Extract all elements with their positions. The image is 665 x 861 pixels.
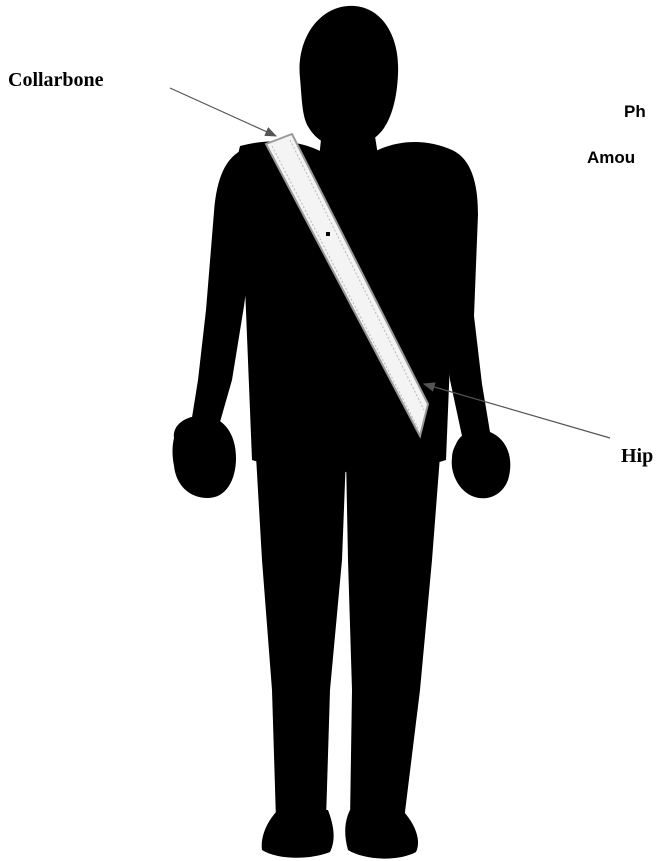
left-leg xyxy=(256,456,346,820)
right-leg xyxy=(346,456,440,820)
human-silhouette xyxy=(173,6,511,859)
sash-marker xyxy=(326,232,330,236)
collarbone-pointer xyxy=(170,88,276,136)
left-hand xyxy=(173,416,237,498)
right-hand xyxy=(452,430,511,498)
hip-label: Hip xyxy=(621,446,653,466)
left-foot xyxy=(262,810,334,858)
collarbone-label: Collarbone xyxy=(8,70,104,90)
head xyxy=(300,6,399,148)
hip-pointer xyxy=(424,384,610,438)
torso xyxy=(236,141,459,472)
cropped-side-text-2: Amou xyxy=(587,149,635,166)
cropped-side-text-1: Ph xyxy=(624,103,646,120)
right-foot xyxy=(345,810,418,859)
